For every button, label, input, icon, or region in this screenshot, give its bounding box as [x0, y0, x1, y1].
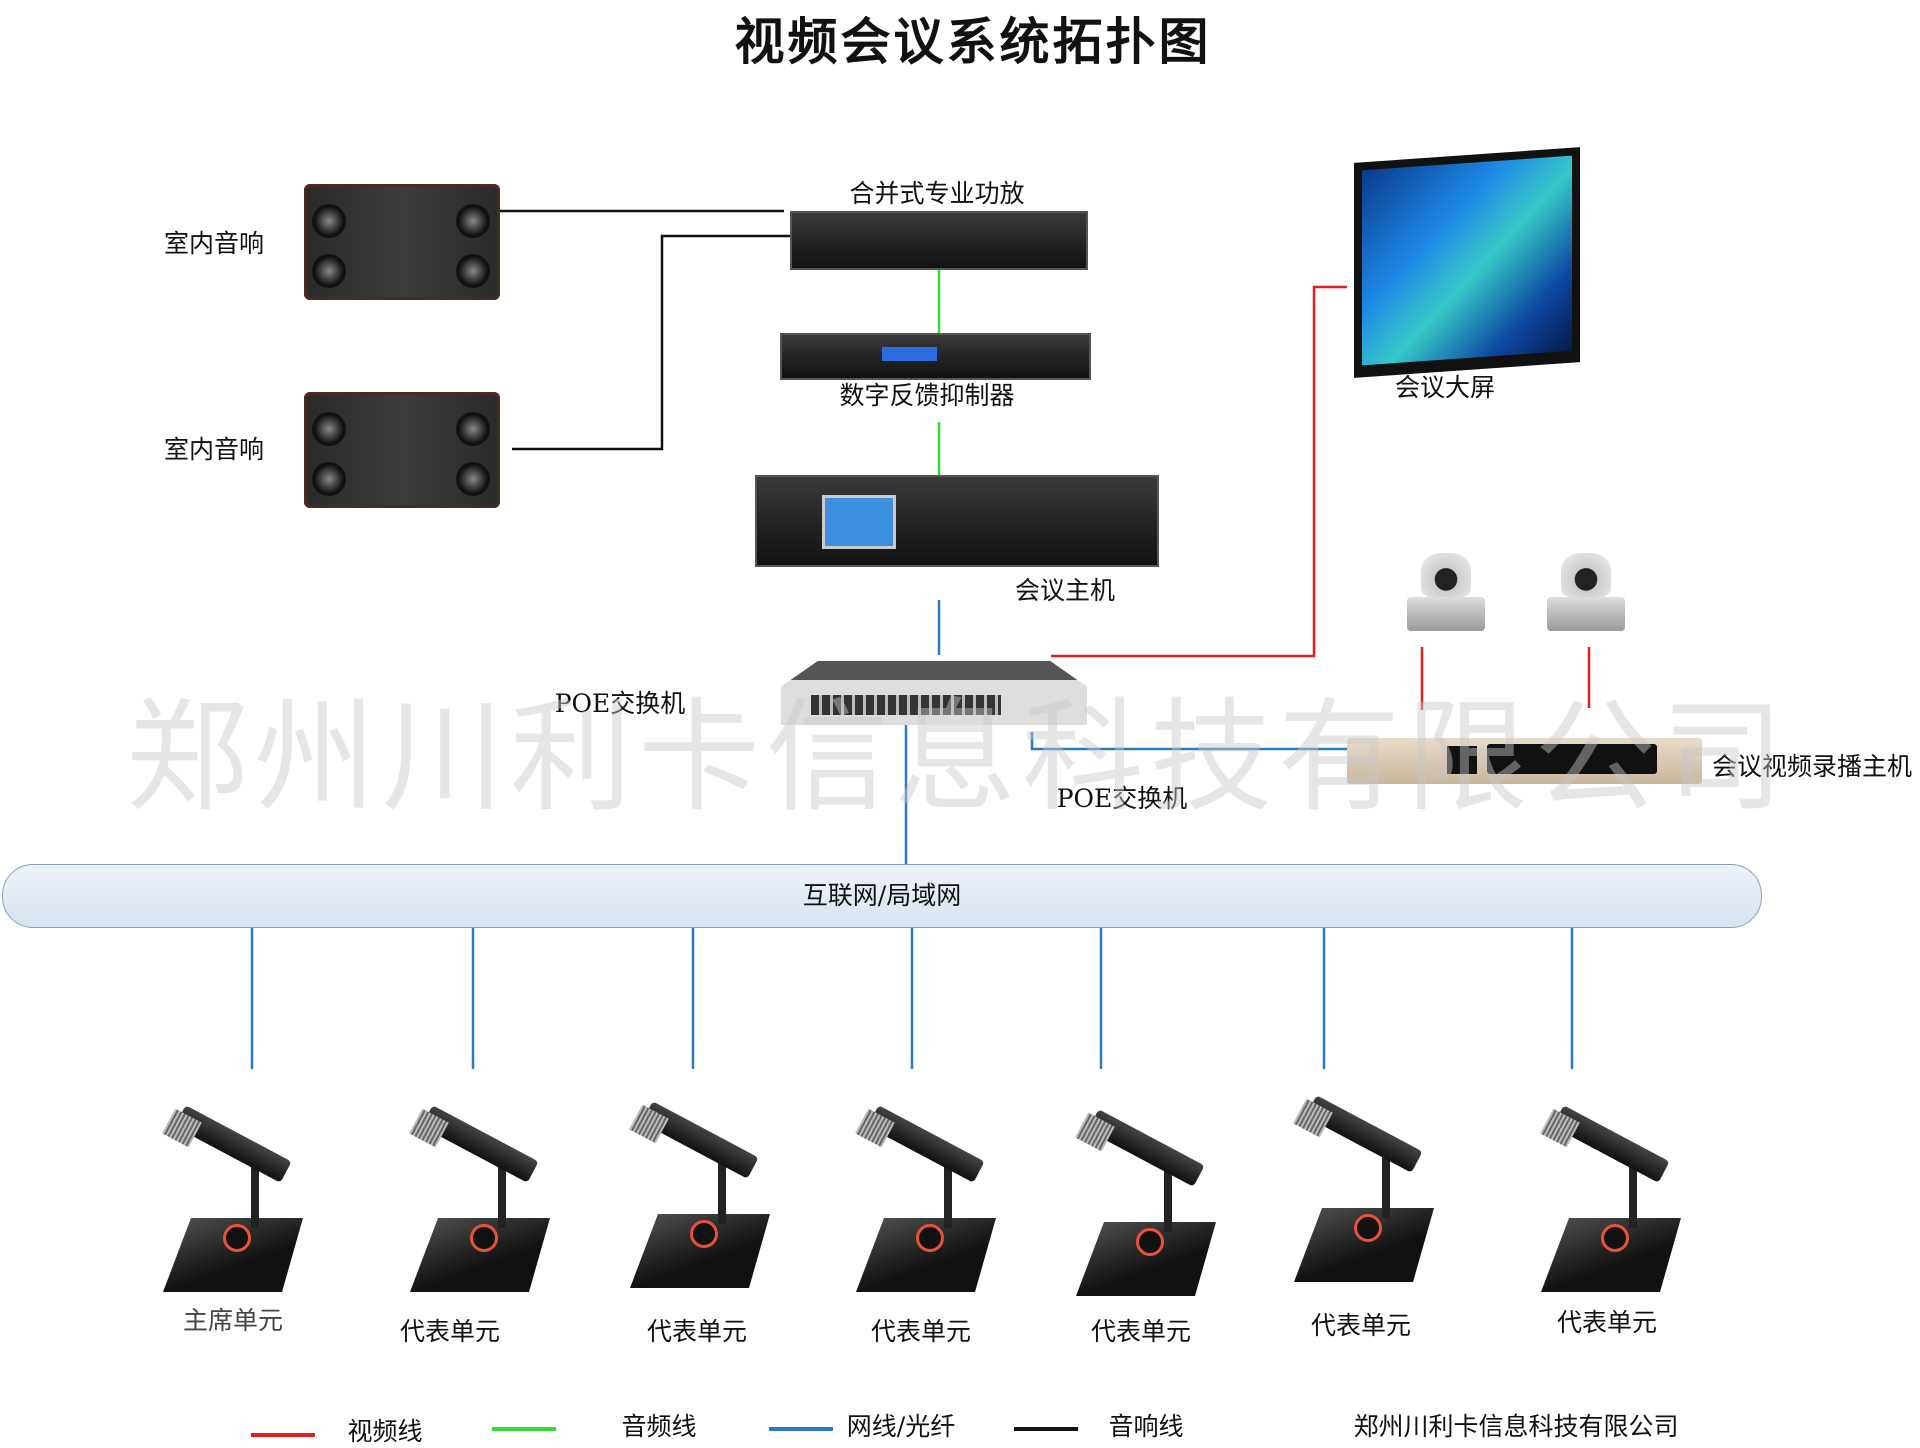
mic-unit-image: [855, 1105, 996, 1292]
mic-unit-image: [1075, 1109, 1216, 1296]
speaker-cable-2: [512, 234, 790, 451]
amplifier-image: [790, 211, 1088, 270]
network-label: 互联网/局域网: [802, 881, 962, 910]
poe-switch-2-label: POE交换机: [1056, 784, 1188, 813]
mic-unit-image: [1540, 1105, 1681, 1292]
legend-network-swatch: [769, 1427, 833, 1431]
feedback-suppressor-image: [780, 333, 1091, 380]
unit-label: 代表单元: [870, 1317, 972, 1346]
display-screen-image: [1354, 147, 1580, 378]
unit-label: 代表单元: [1090, 1317, 1192, 1346]
legend-audio-label: 音频线: [621, 1412, 697, 1441]
unit-label: 代表单元: [399, 1317, 501, 1346]
speaker-2-image: [304, 392, 500, 508]
poe-switch-image: [781, 661, 1087, 725]
speaker-2-label: 室内音响: [163, 435, 265, 464]
conference-host-image: [755, 475, 1159, 567]
recorder-image: [1347, 738, 1702, 784]
network-bar: [2, 864, 1762, 928]
display-label: 会议大屏: [1394, 373, 1496, 402]
mic-unit-image: [629, 1101, 770, 1288]
unit-label: 代表单元: [646, 1317, 748, 1346]
unit-label: 代表单元: [1556, 1308, 1658, 1337]
legend-speaker-swatch: [1014, 1427, 1078, 1431]
legend-network-label: 网线/光纤: [846, 1412, 956, 1441]
amplifier-label: 合并式专业功放: [849, 179, 1025, 208]
legend-speaker-label: 音响线: [1108, 1412, 1184, 1441]
feedback-suppressor-label: 数字反馈抑制器: [839, 381, 1015, 410]
legend-video-swatch: [251, 1433, 315, 1437]
unit-label: 代表单元: [1310, 1311, 1412, 1340]
mic-unit-image: [409, 1105, 550, 1292]
mic-unit-image: [1293, 1095, 1434, 1282]
camera-1-image: [1403, 553, 1489, 637]
speaker-1-label: 室内音响: [163, 229, 265, 258]
video-line-display: [1051, 285, 1347, 658]
conference-host-label: 会议主机: [1014, 576, 1116, 605]
recorder-label: 会议视频录播主机: [1711, 752, 1913, 781]
speaker-1-image: [304, 184, 500, 300]
camera-2-image: [1543, 553, 1629, 637]
company-name: 郑州川利卡信息科技有限公司: [1353, 1412, 1679, 1441]
mic-unit-image: [162, 1105, 303, 1292]
network-line-switch-recorder: [1030, 732, 1347, 751]
poe-switch-1-label: POE交换机: [554, 689, 686, 718]
legend-video-label: 视频线: [347, 1417, 423, 1446]
unit-drop-lines: [250, 926, 1574, 1069]
unit-label-chair: 主席单元: [182, 1306, 284, 1335]
legend-audio-swatch: [492, 1427, 556, 1431]
diagram-title: 视频会议系统拓扑图: [734, 12, 1212, 71]
